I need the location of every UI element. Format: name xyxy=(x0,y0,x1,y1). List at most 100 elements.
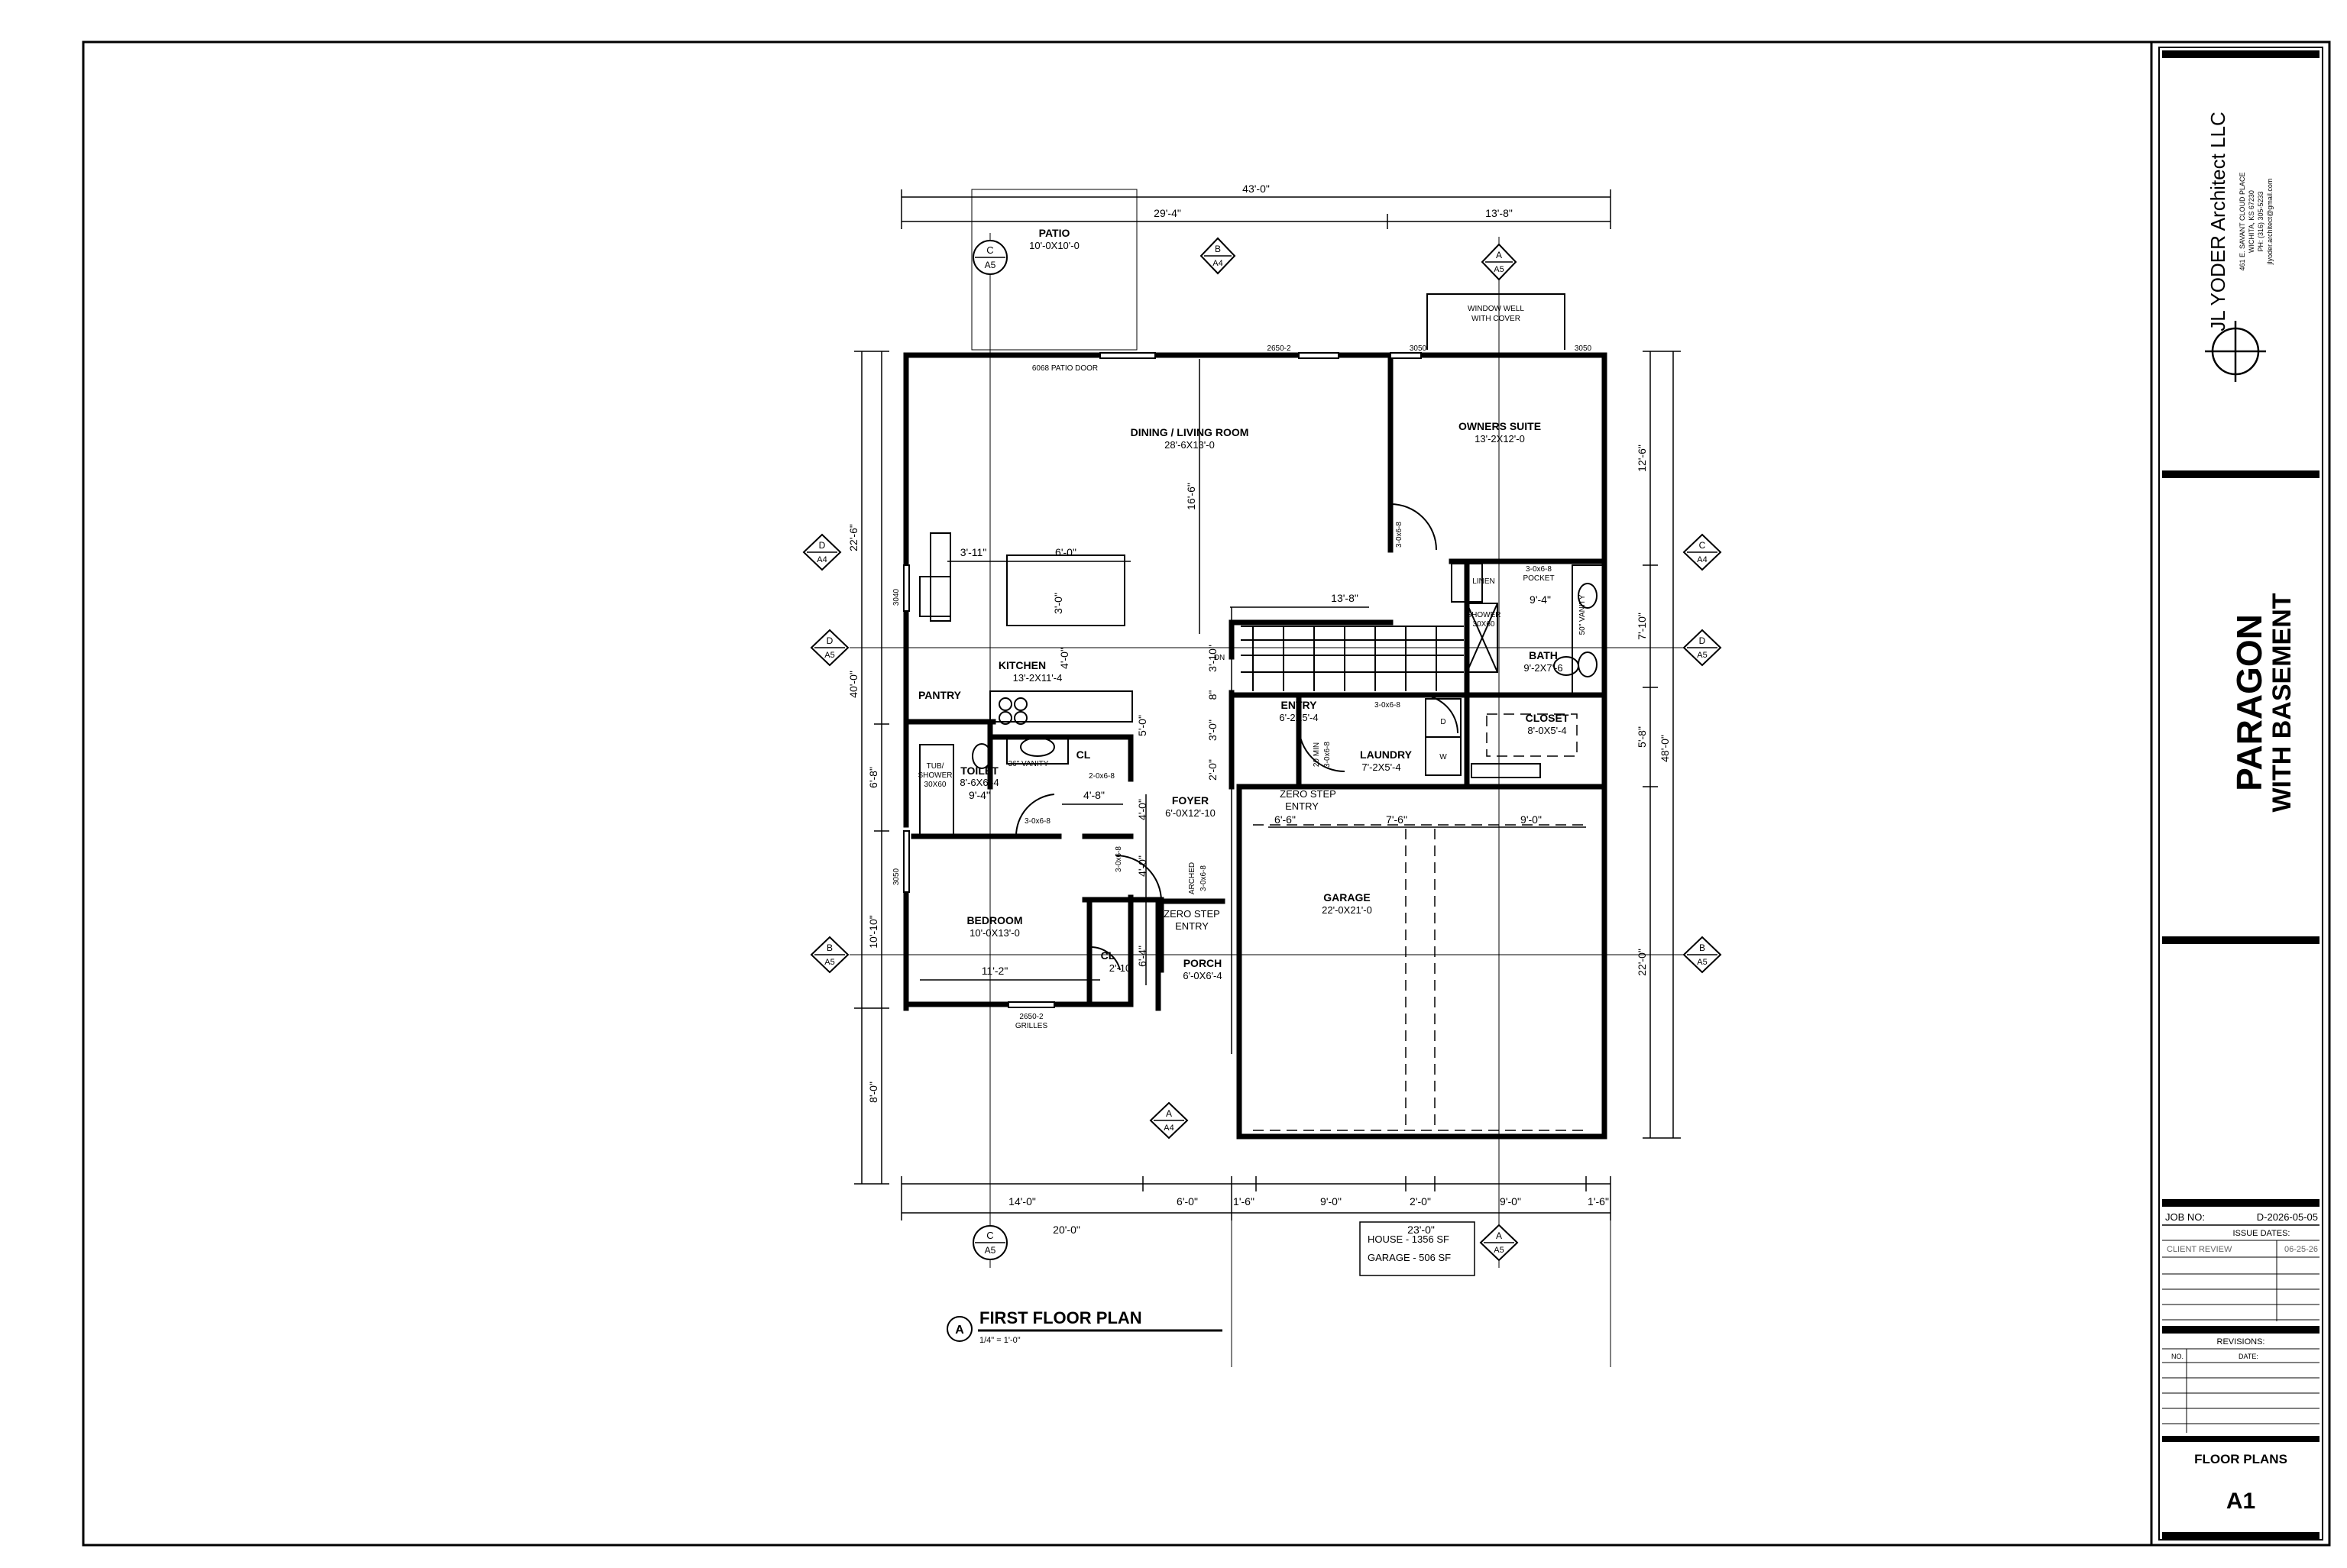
room-name-toilet: TOILET xyxy=(960,765,999,777)
dim-top-right: 13'-8" xyxy=(1485,207,1513,219)
note-stair-down: DN xyxy=(1214,654,1225,662)
dimension-lines xyxy=(850,189,1696,1367)
dimension-text: 43'-0" 29'-4" 13'-8" 6'-0" 3'-0" 3'-11" … xyxy=(847,183,1671,1236)
dim-right-v1: 12'-6" xyxy=(1636,445,1648,472)
note-zero-step-porch-entry: ENTRY xyxy=(1175,920,1209,932)
section-sheet: A5 xyxy=(985,260,996,270)
dim-bot-a3: 1'-6" xyxy=(1233,1195,1254,1208)
section-marker-a-mid: A A4 xyxy=(1149,1101,1189,1140)
note-pocket: POCKET xyxy=(1523,574,1554,583)
dim-bed-w: 11'-2" xyxy=(982,965,1008,977)
section-sheet: A5 xyxy=(824,651,834,660)
section-sheet: A4 xyxy=(1697,555,1707,564)
dim-left-v5: 8'-0" xyxy=(867,1081,879,1103)
dim-bot-a6: 9'-0" xyxy=(1500,1195,1521,1208)
note-dryer: D xyxy=(1440,718,1445,726)
section-markers: C A5 B A4 A A5 D A4 D A5 xyxy=(802,237,1722,1262)
section-marker-c-top: C A5 xyxy=(973,240,1008,275)
note-shower-size: 30X60 xyxy=(1473,620,1495,629)
note-window-2650: 2650-2 xyxy=(1267,344,1291,353)
section-marker-b-top: B A4 xyxy=(1199,237,1236,275)
room-name-bedroom: BEDROOM xyxy=(966,914,1022,926)
room-name-bath: BATH xyxy=(1529,649,1558,661)
dim-bot-a5: 2'-0" xyxy=(1410,1195,1431,1208)
section-sheet: A5 xyxy=(1697,958,1707,967)
dim-bot-a2: 6'-0" xyxy=(1177,1195,1198,1208)
plan-scale: 1/4" = 1'-0" xyxy=(979,1336,1021,1345)
section-letter: B xyxy=(827,942,833,953)
section-marker-d-left-2: D A5 xyxy=(810,629,850,667)
room-name-laundry: LAUNDRY xyxy=(1360,748,1413,761)
section-letter: C xyxy=(1699,540,1706,551)
section-sheet: A4 xyxy=(817,555,827,564)
dim-left-v3: 6'-8" xyxy=(867,767,879,788)
note-tub-shower: SHOWER xyxy=(918,771,953,780)
room-size-closet: 8'-0X5'-4 xyxy=(1527,725,1566,736)
sheet-number: A1 xyxy=(2226,1489,2255,1514)
firm-phone: PH: (316) 305-5233 xyxy=(2257,191,2264,251)
section-marker-a-top: A A5 xyxy=(1481,243,1517,281)
dim-bot-b2: 23'-0" xyxy=(1407,1224,1435,1236)
revision-date-label: DATE: xyxy=(2239,1353,2258,1360)
dim-entry-v3: 8" xyxy=(1206,690,1219,700)
plan-title-marker: A xyxy=(955,1324,964,1337)
room-size-dining: 28'-6X13'-0 xyxy=(1164,439,1215,451)
note-window-3050-b: 3050 xyxy=(1575,344,1592,353)
note-zero-step-garage: ZERO STEP xyxy=(1280,788,1336,800)
section-sheet: A5 xyxy=(824,958,834,967)
dim-living-v: 16'-6" xyxy=(1185,483,1197,510)
note-zero-step-porch: ZERO STEP xyxy=(1164,908,1220,920)
room-size-owners-suite: 13'-2X12'-0 xyxy=(1475,433,1525,445)
dim-island: 6'-0" xyxy=(1055,546,1076,558)
dim-right-v2: 7'-10" xyxy=(1636,613,1648,640)
room-name-pantry: PANTRY xyxy=(918,689,962,701)
note-tub: TUB/ xyxy=(927,762,944,771)
note-window-3050-a: 3050 xyxy=(1410,344,1427,353)
section-sheet: A4 xyxy=(1212,259,1222,268)
dim-toilet-w: 9'-4" xyxy=(969,789,990,801)
room-size-patio: 10'-0X10'-0 xyxy=(1029,240,1080,251)
dim-top-total: 43'-0" xyxy=(1242,183,1270,195)
section-marker-c-bottom: C A5 xyxy=(973,1225,1008,1260)
note-door-toilet: 3-0x6-8 xyxy=(1025,817,1050,826)
section-letter: B xyxy=(1215,244,1221,254)
room-size-bath: 9'-2X7'-6 xyxy=(1523,662,1562,674)
firm-email: jlyoder.architect@gmail.com xyxy=(2266,179,2274,266)
dim-left-v1: 22'-6" xyxy=(847,524,859,551)
issue-date: 06-25-26 xyxy=(2284,1245,2318,1254)
revisions-label: REVISIONS: xyxy=(2217,1337,2265,1347)
room-name-owners-suite: OWNERS SUITE xyxy=(1458,420,1541,432)
section-letter: B xyxy=(1699,942,1705,953)
project-subtitle: WITH BASEMENT xyxy=(2268,593,2297,812)
section-letter: A xyxy=(1496,250,1502,260)
section-letter: C xyxy=(986,1230,993,1241)
job-number: D-2026-05-05 xyxy=(2257,1211,2318,1223)
section-letter: D xyxy=(1699,635,1706,646)
dim-island-v: 3'-0" xyxy=(1052,593,1064,614)
section-marker-b-left: B A5 xyxy=(810,936,850,974)
room-name-cl: CL xyxy=(1076,748,1091,761)
note-door-entry: 3-0x6-8 xyxy=(1374,701,1400,710)
fixtures xyxy=(919,503,1604,971)
dim-foyer-w: 4'-8" xyxy=(1083,789,1105,801)
dim-left-v2: 40'-0" xyxy=(847,671,859,698)
room-size-toilet: 8'-6X6'-4 xyxy=(960,777,999,788)
room-size-porch: 6'-0X6'-4 xyxy=(1183,970,1222,981)
note-arched: ARCHED xyxy=(1188,862,1196,894)
room-name-closet: CLOSET xyxy=(1526,712,1569,724)
firm-address-2: WICHITA, KS 67230 xyxy=(2248,190,2255,253)
dim-left-v4: 10'-10" xyxy=(867,915,879,948)
plan-title: A FIRST FLOOR PLAN 1/4" = 1'-0" xyxy=(947,1308,1222,1345)
garage-doors xyxy=(1253,713,1589,1131)
project-name: PARAGON xyxy=(2229,614,2269,791)
room-size-garage: 22'-0X21'-0 xyxy=(1322,904,1372,916)
room-name-patio: PATIO xyxy=(1039,227,1070,239)
room-name-foyer: FOYER xyxy=(1172,794,1209,807)
dim-entry-v1: 3'-0" xyxy=(1206,719,1219,741)
dim-top-left: 29'-4" xyxy=(1154,207,1181,219)
room-name-kitchen: KITCHEN xyxy=(999,659,1046,671)
note-door-bed: 3-0x6-8 xyxy=(1115,846,1123,872)
section-marker-c-right: C A4 xyxy=(1682,533,1722,571)
dim-garage-top1: 6'-6" xyxy=(1274,813,1296,826)
note-patio-door: 6068 PATIO DOOR xyxy=(1032,364,1098,373)
